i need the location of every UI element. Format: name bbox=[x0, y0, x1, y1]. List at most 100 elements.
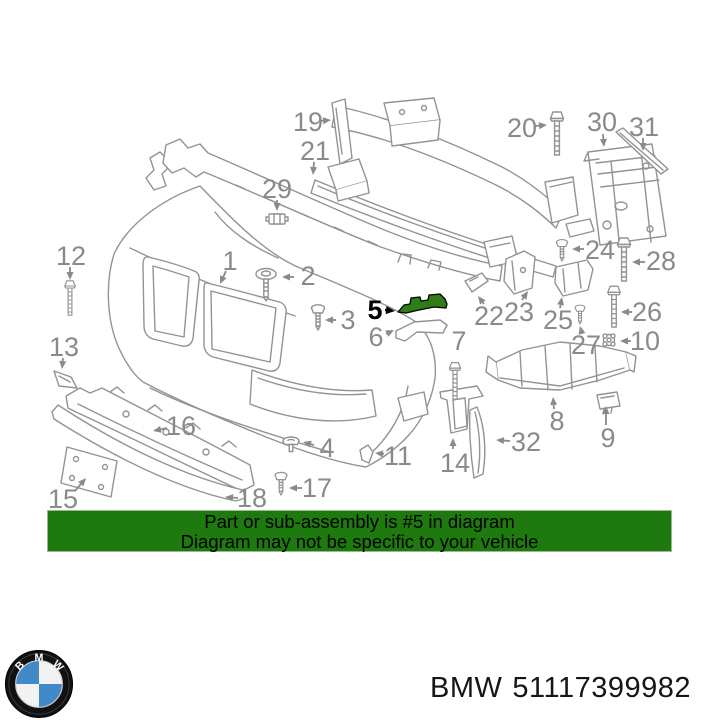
callout-arrowhead-2 bbox=[282, 273, 290, 281]
callout-3: 3 bbox=[340, 305, 355, 335]
bumper-cover bbox=[107, 185, 437, 468]
clip-29 bbox=[265, 213, 289, 225]
callout-27: 27 bbox=[571, 330, 601, 360]
callout-30: 30 bbox=[587, 107, 617, 137]
callout-arrowhead-10 bbox=[620, 337, 628, 345]
flower-nut-10 bbox=[602, 333, 616, 347]
callout-leader-4 bbox=[310, 443, 315, 446]
callout-arrowhead-5 bbox=[385, 306, 395, 315]
callout-arrowhead-25 bbox=[557, 297, 565, 306]
callout-18: 18 bbox=[237, 483, 267, 513]
callout-arrowhead-30 bbox=[599, 138, 607, 147]
brand-text: BMW bbox=[430, 672, 503, 704]
callout-arrowhead-29 bbox=[273, 203, 281, 211]
callout-arrowhead-1 bbox=[220, 275, 227, 284]
callout-22: 22 bbox=[474, 301, 504, 331]
callout-10: 10 bbox=[630, 326, 660, 356]
callout-16: 16 bbox=[166, 411, 196, 441]
part-number-text: BMW 51117399982 bbox=[430, 672, 691, 705]
callout-19: 19 bbox=[293, 107, 323, 137]
part-number: 51117399982 bbox=[512, 672, 691, 704]
callout-8: 8 bbox=[549, 406, 564, 436]
callout-arrowhead-13 bbox=[59, 360, 67, 369]
impact-bar bbox=[331, 97, 579, 229]
callout-28: 28 bbox=[646, 246, 676, 276]
callout-14: 14 bbox=[440, 448, 470, 478]
callout-arrowhead-31 bbox=[639, 143, 647, 151]
callout-arrowhead-27 bbox=[578, 326, 586, 335]
footer: B M W BMW 51117399982 bbox=[0, 645, 720, 720]
callout-6: 6 bbox=[368, 322, 383, 352]
callout-arrowhead-19 bbox=[322, 117, 331, 125]
license-plate-bracket bbox=[60, 446, 118, 498]
small-bracket-13 bbox=[53, 370, 78, 389]
callout-32: 32 bbox=[511, 427, 541, 457]
clip-22 bbox=[464, 272, 489, 293]
callout-leader-22 bbox=[482, 301, 485, 305]
callout-arrowhead-6 bbox=[385, 330, 394, 337]
callout-24: 24 bbox=[585, 235, 615, 265]
callout-5: 5 bbox=[367, 295, 382, 325]
screw-17 bbox=[274, 471, 288, 496]
callout-9: 9 bbox=[600, 423, 615, 453]
callout-arrowhead-20 bbox=[538, 122, 547, 130]
callout-leader-25 bbox=[559, 304, 562, 309]
callout-2: 2 bbox=[300, 261, 315, 291]
callout-12: 12 bbox=[56, 241, 86, 271]
skid-plate bbox=[65, 386, 255, 492]
callout-15: 15 bbox=[48, 484, 78, 514]
bolt-28 bbox=[616, 237, 632, 282]
banner-line2: Diagram may not be specific to your vehi… bbox=[180, 531, 539, 552]
screw-27 bbox=[574, 304, 586, 325]
callout-arrowhead-8 bbox=[550, 397, 558, 406]
bracket-23 bbox=[503, 250, 536, 295]
duct-panel bbox=[485, 341, 637, 391]
highlighted-part bbox=[397, 293, 448, 314]
bolt-20 bbox=[549, 111, 565, 156]
info-banner: Part or sub-assembly is #5 in diagram Di… bbox=[47, 510, 672, 552]
logo-letter-m: M bbox=[35, 652, 44, 664]
callout-arrowhead-18 bbox=[225, 494, 234, 502]
callout-arrowhead-26 bbox=[621, 308, 629, 316]
callout-leader-15 bbox=[74, 483, 82, 492]
callout-arrowhead-22 bbox=[478, 296, 486, 305]
banner-line1: Part or sub-assembly is #5 in diagram bbox=[204, 511, 515, 532]
callout-25: 25 bbox=[543, 305, 573, 335]
callout-arrowhead-15 bbox=[78, 478, 86, 487]
callout-31: 31 bbox=[629, 112, 659, 142]
callout-arrowhead-14 bbox=[449, 438, 457, 446]
callout-29: 29 bbox=[262, 174, 292, 204]
callout-leader-23 bbox=[521, 297, 525, 301]
callout-arrowhead-17 bbox=[289, 484, 297, 492]
bmw-logo: B M W bbox=[4, 649, 74, 719]
callout-arrowhead-21 bbox=[310, 166, 318, 175]
callout-20: 20 bbox=[507, 113, 537, 143]
callout-13: 13 bbox=[49, 332, 79, 362]
callout-23: 23 bbox=[504, 297, 534, 327]
callout-leader-1 bbox=[222, 270, 227, 278]
callout-arrowhead-24 bbox=[572, 245, 580, 253]
callout-21: 21 bbox=[300, 136, 330, 166]
callout-4: 4 bbox=[319, 433, 334, 463]
mounting-plate bbox=[583, 143, 667, 246]
callout-arrowhead-3 bbox=[325, 316, 333, 324]
bracket-6 bbox=[395, 319, 448, 342]
screw-24 bbox=[555, 238, 569, 262]
callout-1: 1 bbox=[222, 246, 237, 276]
grommet-4 bbox=[282, 436, 300, 453]
bracket-25 bbox=[554, 259, 594, 297]
callout-arrowhead-11 bbox=[375, 450, 384, 458]
callout-arrowhead-4 bbox=[303, 440, 312, 448]
callout-arrowhead-12 bbox=[66, 272, 74, 280]
clip-9 bbox=[596, 391, 621, 415]
callout-arrowhead-16 bbox=[153, 425, 162, 433]
bolt-26 bbox=[607, 285, 621, 328]
trim-strip bbox=[615, 127, 669, 175]
bracket-14 bbox=[439, 385, 484, 434]
upper-carrier bbox=[145, 138, 503, 282]
callout-26: 26 bbox=[632, 297, 662, 327]
callout-arrowhead-28 bbox=[632, 258, 640, 266]
